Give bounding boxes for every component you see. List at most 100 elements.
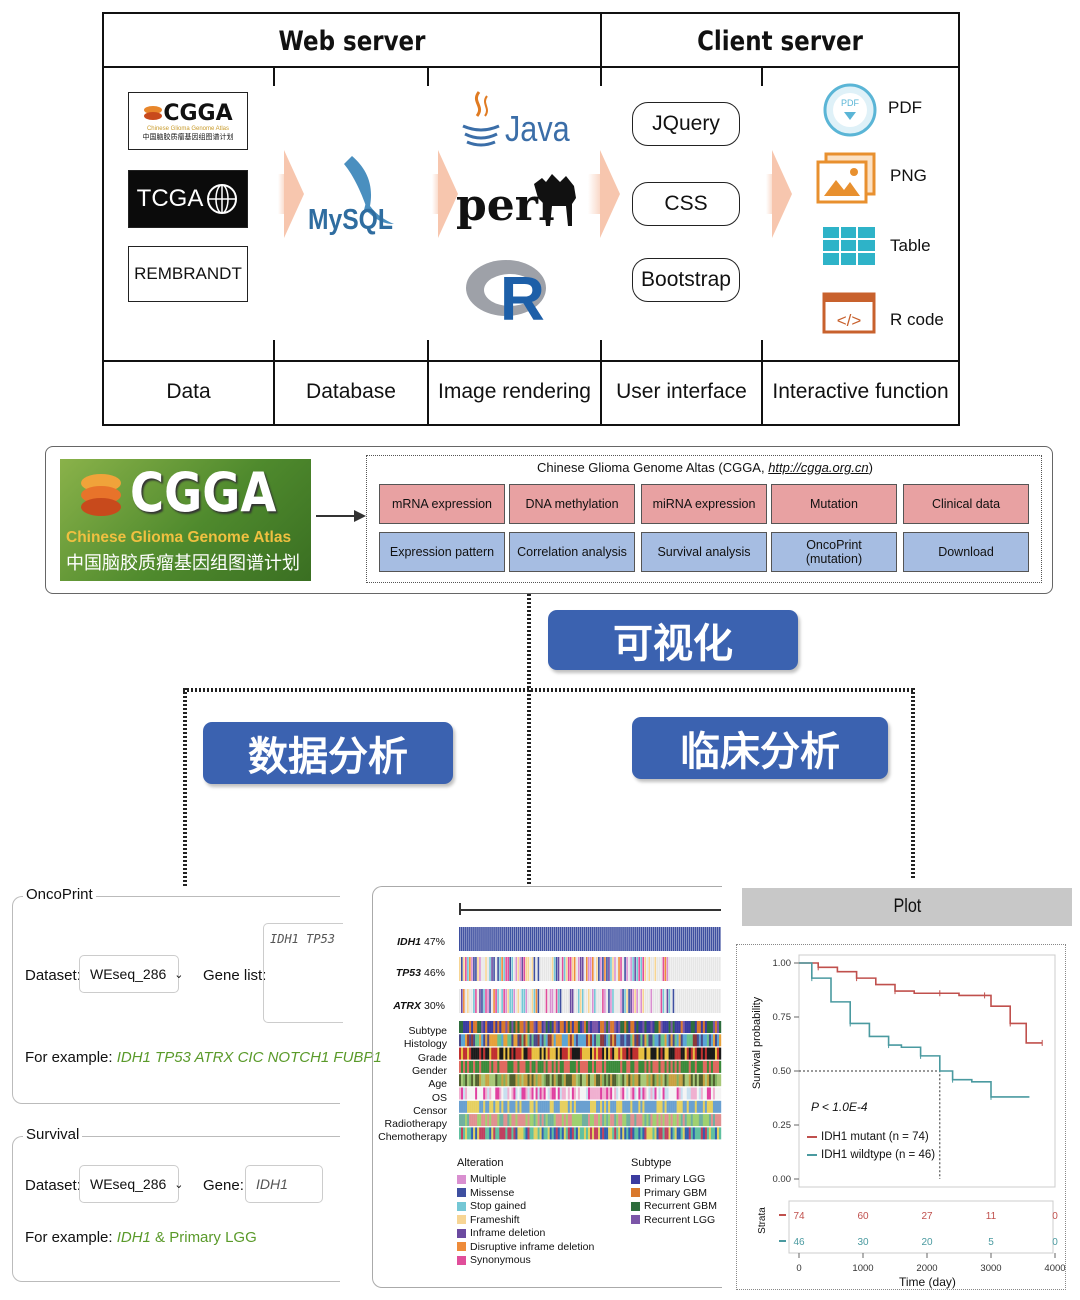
mutation-cell [491,957,493,981]
mutation-cell [644,957,647,981]
mutation-cell [565,989,568,1013]
feature-survival-analysis[interactable]: Survival analysis [641,532,767,572]
clinical-cell [507,1047,510,1060]
clinical-cell [535,1034,538,1047]
mutation-cell [467,927,469,951]
clinical-cell [672,1100,675,1113]
clinical-cell [628,1114,631,1127]
clinical-cell [614,1127,617,1140]
clinical-cell [571,1087,575,1100]
clinical-cell [700,1114,704,1127]
clinical-cell [465,1021,468,1033]
clinical-cell [465,1060,468,1073]
clinical-cell [463,1087,466,1100]
feature-dna-methylation[interactable]: DNA methylation [509,484,635,524]
pdf-download-icon[interactable]: PDF [822,82,878,138]
code-window-icon[interactable]: </> [822,292,876,334]
png-image-icon[interactable] [816,152,878,206]
gene-input[interactable]: IDH1 [245,1165,323,1203]
mutation-cell [702,927,705,951]
mutation-cell [634,957,636,981]
column-label-interactive-function: Interactive function [772,380,949,403]
clinical-cell [461,1074,464,1087]
clinical-cell [654,1021,657,1033]
alteration-legend-item: Disruptive inframe deletion [457,1241,594,1253]
clinical-cell [684,1114,687,1127]
clinical-cell [684,1100,687,1113]
feature-oncoprint[interactable]: OncoPrint (mutation) [771,532,897,572]
clinical-cell [509,1100,512,1113]
clinical-cell [459,1060,462,1073]
example-genes-link[interactable]: IDH1 TP53 ATRX CIC NOTCH1 FUBP1 [116,1049,382,1066]
clinical-cell [706,1087,710,1100]
y-axis-label: Survival probability [751,996,763,1090]
clinical-cell [598,1021,601,1033]
feature-correlation-analysis[interactable]: Correlation analysis [509,532,635,572]
example-gene-link[interactable]: IDH1 [116,1229,151,1246]
clinical-cell [583,1021,587,1033]
clinical-cell [511,1127,514,1140]
clinical-cell [475,1034,478,1047]
clinical-cell [596,1087,599,1100]
clinical-cell [539,1074,542,1087]
feature-mirna-expression[interactable]: miRNA expression [641,484,767,524]
clinical-cell [581,1100,585,1113]
feature-mrna-expression[interactable]: mRNA expression [379,484,505,524]
clinical-cell [495,1114,498,1127]
example-type-link[interactable]: Primary LGG [169,1229,257,1246]
mutation-cell [714,957,717,981]
clinical-cell [485,1087,488,1100]
clinical-cell [612,1114,615,1127]
clinical-cell [463,1100,466,1113]
data-analysis-button[interactable]: 数据分析 [203,722,453,784]
mutation-cell [567,957,570,981]
clinical-cell [612,1087,615,1100]
mutation-cell [541,957,544,981]
clinical-cell [712,1021,716,1033]
mutation-cell [561,989,564,1013]
table-grid-icon[interactable] [822,226,876,266]
clinical-cell [680,1021,683,1033]
clinical-cell [461,1100,464,1113]
clinical-cell [555,1060,558,1073]
clinical-cell [706,1127,710,1140]
clinical-cell [459,1034,462,1047]
clinical-cell [579,1021,583,1033]
clinical-cell [553,1034,556,1047]
mutation-cell [684,989,687,1013]
clinical-cell [604,1114,607,1127]
clinical-analysis-button[interactable]: 临床分析 [632,717,888,779]
mutation-cell [467,957,469,981]
clinical-cell [491,1127,494,1140]
feature-expression-pattern[interactable]: Expression pattern [379,532,505,572]
mutation-cell [660,957,663,981]
mutation-cell [594,989,596,1013]
clinical-cell [712,1114,716,1127]
clinical-cell [539,1087,542,1100]
dataset-select[interactable]: WEseq_286 ⌄ [79,1165,184,1203]
clinical-cell [579,1087,583,1100]
clinical-cell [505,1074,508,1087]
clinical-cell [590,1114,593,1127]
clinical-cell [662,1100,665,1113]
visualization-button[interactable]: 可视化 [548,610,798,670]
gene-list-textarea[interactable]: IDH1 TP53 [263,923,343,1023]
mutation-cell [495,989,497,1013]
clinical-cell [652,1100,655,1113]
mutation-cell [594,957,596,981]
mutation-cell [660,927,663,951]
feature-mutation[interactable]: Mutation [771,484,897,524]
feature-download[interactable]: Download [903,532,1029,572]
dataset-select[interactable]: WEseq_286 ⌄ [79,955,184,993]
clinical-cell [592,1074,595,1087]
clinical-cell [535,1127,538,1140]
clinical-cell [479,1047,482,1060]
mutation-cell [686,957,689,981]
feature-clinical-data[interactable]: Clinical data [903,484,1029,524]
mutation-cell [485,957,487,981]
clinical-cell [555,1100,558,1113]
clinical-cell [569,1087,573,1100]
clinical-cell [505,1021,508,1033]
clinical-cell [473,1047,476,1060]
cgga-site-link[interactable]: http://cgga.org.cn [768,460,869,475]
